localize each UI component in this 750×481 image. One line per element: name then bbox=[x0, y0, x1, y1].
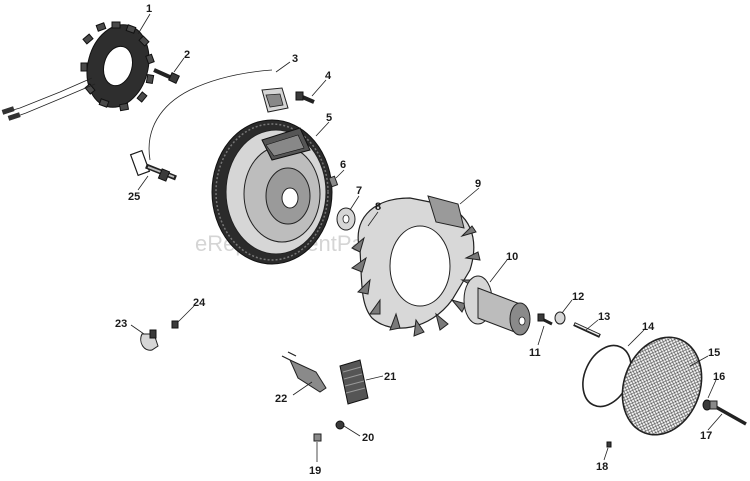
callout-21: 21 bbox=[384, 371, 396, 383]
callout-2: 2 bbox=[184, 49, 190, 61]
part-ignition-module[interactable] bbox=[129, 69, 289, 177]
part-screw-4[interactable] bbox=[295, 91, 315, 104]
callout-labels: 1 2 3 4 5 6 7 8 9 10 11 12 13 14 15 16 1… bbox=[115, 3, 725, 477]
part-rectifier[interactable] bbox=[339, 359, 369, 405]
part-nut-24[interactable] bbox=[171, 320, 179, 329]
callout-22: 22 bbox=[275, 393, 287, 405]
part-screw-17[interactable] bbox=[709, 400, 747, 426]
callout-11: 11 bbox=[529, 347, 541, 359]
callout-10: 10 bbox=[506, 251, 518, 263]
callout-20: 20 bbox=[362, 432, 374, 444]
part-screw-2[interactable] bbox=[153, 68, 180, 84]
part-nut-19[interactable] bbox=[313, 433, 322, 442]
part-fan[interactable] bbox=[350, 195, 481, 337]
callout-17: 17 bbox=[700, 430, 712, 442]
callout-5: 5 bbox=[326, 112, 332, 124]
part-bracket-22[interactable] bbox=[281, 351, 327, 393]
part-flywheel[interactable] bbox=[211, 119, 333, 265]
part-screw-11[interactable] bbox=[537, 313, 553, 326]
part-pin-13[interactable] bbox=[573, 322, 601, 338]
callout-3: 3 bbox=[292, 53, 298, 65]
callout-1: 1 bbox=[146, 3, 152, 15]
callout-23: 23 bbox=[115, 318, 127, 330]
leader-lines bbox=[130, 13, 723, 462]
callout-18: 18 bbox=[596, 461, 608, 473]
callout-16: 16 bbox=[713, 371, 725, 383]
callout-4: 4 bbox=[325, 70, 332, 82]
callout-7: 7 bbox=[356, 185, 362, 197]
callout-6: 6 bbox=[340, 159, 346, 171]
callout-13: 13 bbox=[598, 311, 610, 323]
callout-12: 12 bbox=[572, 291, 584, 303]
part-key-6[interactable] bbox=[328, 175, 339, 188]
part-washer-7[interactable] bbox=[336, 207, 356, 231]
callout-25: 25 bbox=[128, 191, 140, 203]
part-clamp-23[interactable] bbox=[140, 329, 159, 351]
part-washer-12[interactable] bbox=[554, 311, 566, 325]
callout-15: 15 bbox=[708, 347, 720, 359]
callout-14: 14 bbox=[642, 321, 655, 333]
part-clip-18[interactable] bbox=[606, 441, 612, 448]
callout-8: 8 bbox=[375, 201, 381, 213]
part-spark-plug[interactable] bbox=[145, 163, 177, 182]
callout-19: 19 bbox=[309, 465, 321, 477]
callout-24: 24 bbox=[193, 297, 206, 309]
part-screw-20[interactable] bbox=[335, 420, 345, 430]
part-stator[interactable] bbox=[1, 18, 158, 121]
part-grass-screen[interactable] bbox=[609, 326, 715, 446]
part-hub[interactable] bbox=[463, 275, 531, 336]
callout-9: 9 bbox=[475, 178, 481, 190]
